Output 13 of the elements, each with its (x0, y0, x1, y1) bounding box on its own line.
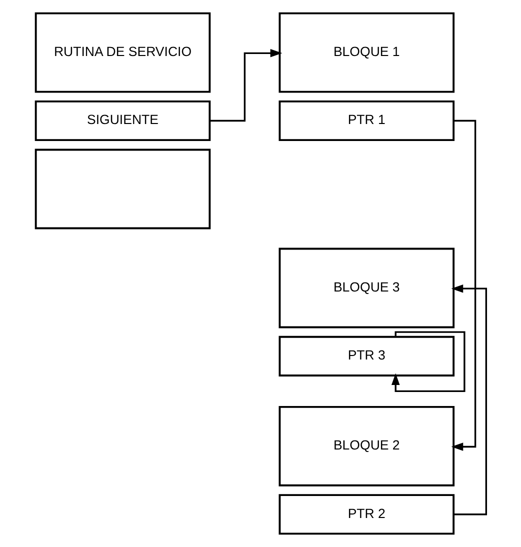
arrow (209, 49, 282, 122)
node-box: BLOQUE 1 (278, 12, 454, 93)
arrow (450, 284, 487, 516)
arrow (450, 120, 476, 451)
node-box: PTR 3 (278, 336, 454, 376)
node-box: RUTINA DE SERVICIO (34, 12, 210, 93)
node-box: SIGUIENTE (34, 100, 210, 142)
node-box: PTR 1 (278, 100, 454, 142)
node-box: BLOQUE 3 (278, 248, 454, 328)
arrow (390, 331, 465, 392)
node-box: BLOQUE 2 (278, 406, 454, 486)
node-box (34, 148, 210, 230)
node-box: PTR 2 (278, 494, 454, 535)
